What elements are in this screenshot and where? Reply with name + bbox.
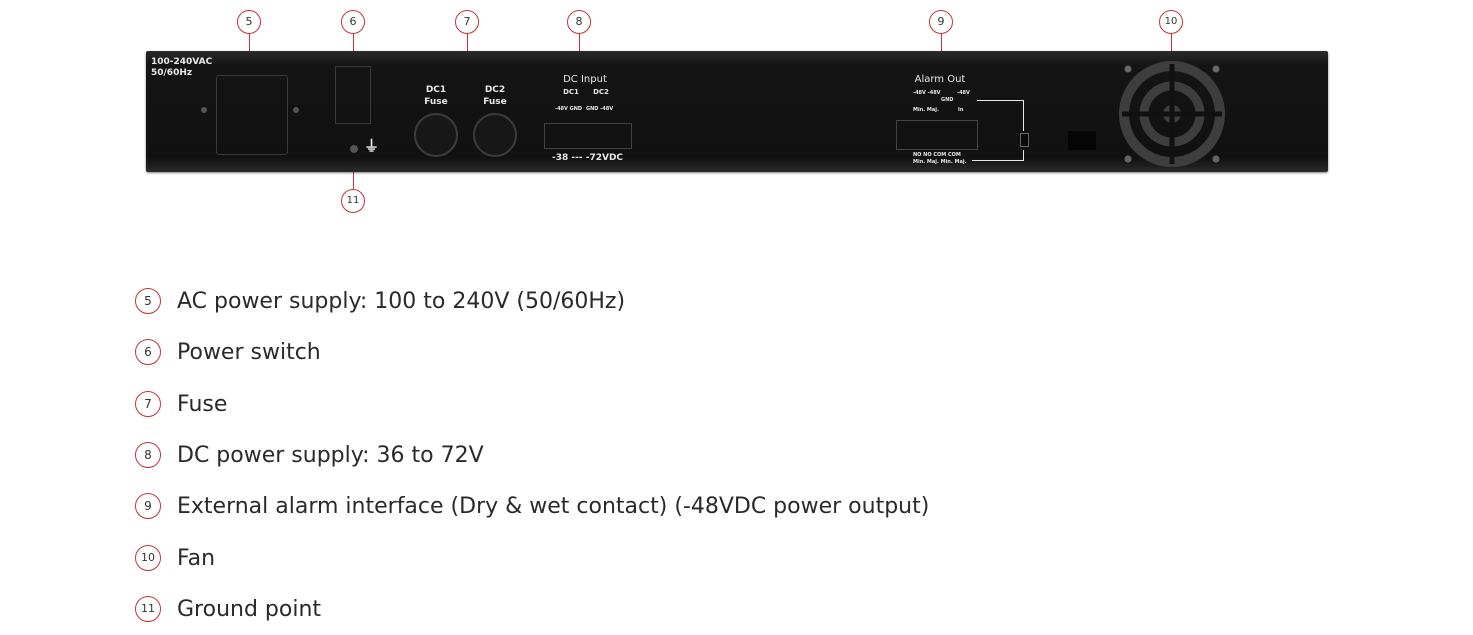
- dc1-fuse[interactable]: [414, 113, 458, 157]
- legend-number-badge: 7: [135, 391, 161, 417]
- dc1-fuse-line2: Fuse: [424, 97, 448, 107]
- legend-number-badge: 10: [135, 545, 161, 571]
- callout-5: 5: [237, 10, 261, 34]
- callout-6: 6: [341, 10, 365, 34]
- callout-10: 10: [1159, 10, 1183, 34]
- alarm-bracket-bottom: [972, 160, 1023, 161]
- legend-item: 10 Fan: [135, 544, 215, 572]
- ground-screw: [350, 145, 358, 153]
- dc2-pins: GND -48V: [586, 106, 614, 112]
- leader-line-9: [941, 34, 942, 64]
- ac-rating-line1: 100-240VAC: [151, 57, 213, 67]
- legend-number-badge: 5: [135, 288, 161, 314]
- alarm-no-com: NO NO COM COM: [913, 152, 961, 158]
- alarm-out-title: Alarm Out: [914, 74, 966, 85]
- legend-item: 6 Power switch: [135, 338, 321, 366]
- dc-voltage-range: -38 --- -72VDC: [552, 153, 624, 163]
- callout-11: 11: [341, 189, 365, 213]
- alarm-min-maj-bottom: Min. Maj. Min. Maj.: [913, 159, 967, 165]
- legend-text: Power switch: [177, 339, 321, 365]
- dc2-fuse[interactable]: [473, 113, 517, 157]
- alarm-top-right: -48V: [957, 90, 970, 96]
- callout-7: 7: [455, 10, 479, 34]
- alarm-bracket-top: [977, 100, 1023, 101]
- callout-8: 8: [567, 10, 591, 34]
- legend-text: Fuse: [177, 391, 228, 417]
- alarm-min-maj-top: Min. Maj.: [913, 107, 939, 113]
- alarm-gnd: GND: [941, 97, 954, 103]
- ac-power-inlet: [216, 75, 288, 155]
- ac-inlet-screw-right: [293, 107, 299, 113]
- dc2-fuse-line1: DC2: [484, 85, 506, 95]
- leader-line-8: [579, 34, 580, 64]
- legend-number-badge: 9: [135, 493, 161, 519]
- alarm-bracket-right-bottom: [1023, 150, 1024, 161]
- legend-text: External alarm interface (Dry & wet cont…: [177, 493, 930, 519]
- legend-number-badge: 6: [135, 339, 161, 365]
- alarm-top-pins: -48V -48V: [913, 90, 941, 96]
- leader-line-10: [1171, 34, 1172, 60]
- dc1-label: DC1: [563, 88, 579, 96]
- legend-number-badge: 11: [135, 596, 161, 622]
- dc-input-terminal[interactable]: [544, 123, 632, 149]
- leader-line-6: [353, 34, 354, 64]
- legend-item: 8 DC power supply: 36 to 72V: [135, 441, 484, 469]
- legend-item: 9 External alarm interface (Dry & wet co…: [135, 492, 929, 520]
- dc-input-title: DC Input: [563, 74, 607, 85]
- legend-text: Fan: [177, 545, 216, 571]
- legend-item: 5 AC power supply: 100 to 240V (50/60Hz): [135, 287, 625, 315]
- dc1-fuse-line1: DC1: [425, 85, 447, 95]
- console-port[interactable]: [1068, 131, 1096, 150]
- alarm-in: In: [958, 107, 964, 113]
- legend-text: Ground point: [177, 596, 322, 622]
- alarm-terminal[interactable]: [896, 120, 978, 150]
- legend-item: 11 Ground point: [135, 595, 321, 623]
- legend-number-badge: 8: [135, 442, 161, 468]
- fan-grille-icon: [1119, 61, 1225, 167]
- dc1-pins: -48V GND: [555, 106, 583, 112]
- ground-icon: ⏚: [364, 137, 380, 155]
- device-rear-panel: 100-240VAC 50/60Hz ⏚ DC1 Fuse DC2 Fuse D…: [146, 51, 1328, 172]
- dc2-fuse-line2: Fuse: [483, 97, 507, 107]
- dc2-label: DC2: [593, 88, 609, 96]
- legend-item: 7 Fuse: [135, 390, 227, 418]
- callout-9: 9: [929, 10, 953, 34]
- legend-text: AC power supply: 100 to 240V (50/60Hz): [177, 288, 626, 314]
- alarm-bracket-right-top: [1023, 100, 1024, 131]
- power-switch[interactable]: [335, 66, 371, 124]
- legend-text: DC power supply: 36 to 72V: [177, 442, 484, 468]
- ac-rating-line2: 50/60Hz: [151, 68, 193, 78]
- alarm-dip-switch[interactable]: [1020, 133, 1029, 147]
- ac-inlet-screw-left: [201, 107, 207, 113]
